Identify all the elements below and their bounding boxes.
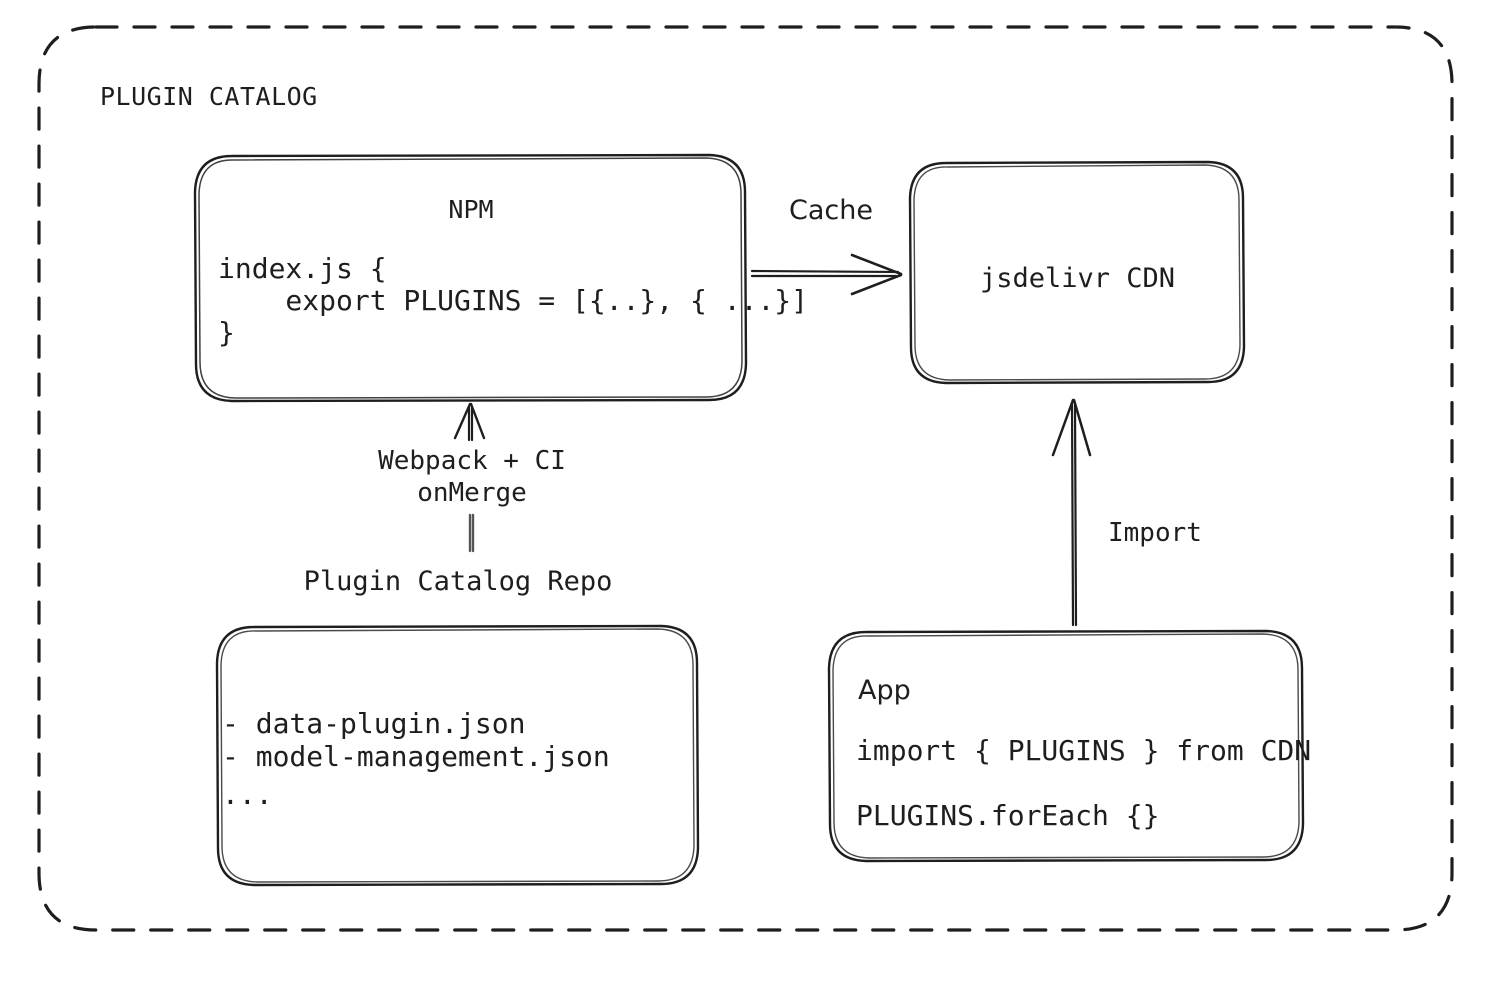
npm-code-line-2: export PLUGINS = [{..}, { ...}] [218,284,809,317]
app-code-line-1: import { PLUGINS } from CDN [856,734,1312,767]
group-title-plugin-catalog: PLUGIN CATALOG [100,82,318,111]
node-title-npm: NPM [448,195,494,224]
repo-line-1: - data-plugin.json [222,707,526,740]
npm-code-line-3: } [218,316,235,349]
app-code-line-2: PLUGINS.forEach {} [856,799,1160,832]
arrow-app-to-cdn [1051,398,1092,627]
node-caption-plugin-catalog-repo: Plugin Catalog Repo [303,566,613,597]
edge-label-webpack-ci: Webpack + CI [378,446,566,476]
edge-label-onmerge: onMerge [417,478,527,508]
repo-line-2: - model-management.json [222,740,610,773]
repo-line-3: ... [222,778,273,811]
node-title-jsdelivr-cdn: jsdelivr CDN [979,263,1176,294]
node-title-app: App [858,675,911,706]
npm-code-line-1: index.js { [218,252,387,285]
edge-label-cache: Cache [789,195,873,226]
edge-label-import: Import [1108,518,1202,548]
